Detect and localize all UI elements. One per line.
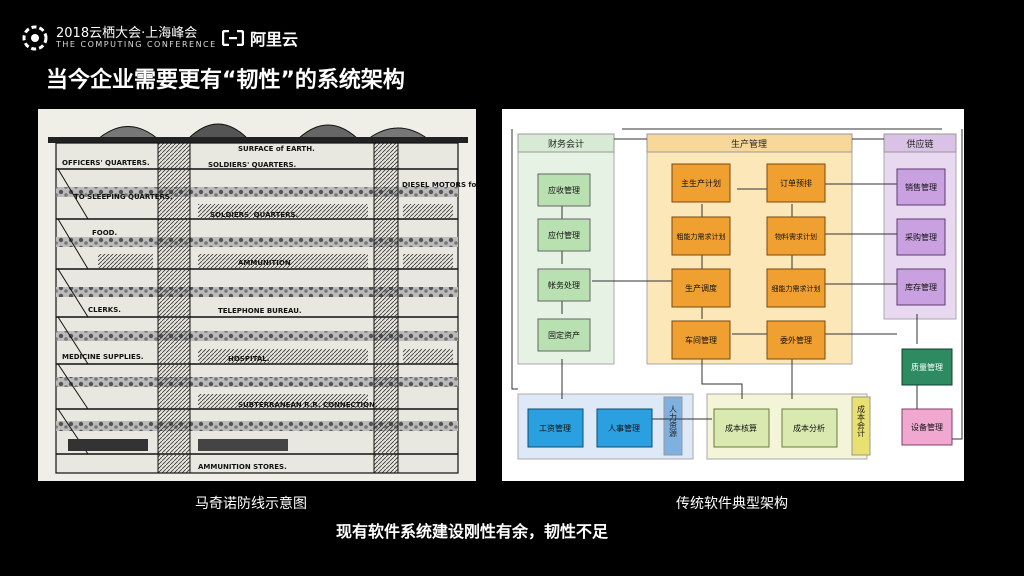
left-figure-caption: 马奇诺防线示意图: [195, 493, 307, 513]
maginot-drawing: SURFACE of EARTH. OFFICERS' QUARTERS. SO…: [38, 109, 476, 481]
event-title: 2018云栖大会·上海峰会: [56, 22, 197, 41]
aliyun-mark-icon: [222, 30, 244, 46]
box-cost-calc-label: 成本核算: [725, 423, 757, 433]
label-soldiers-2: SOLDIERS' QUARTERS.: [210, 211, 298, 219]
box-fine-capacity-label: 细能力需求计划: [772, 284, 821, 293]
maginot-line-illustration: SURFACE of EARTH. OFFICERS' QUARTERS. SO…: [38, 109, 476, 481]
box-order-label: 订单预排: [780, 178, 812, 188]
box-workshop-label: 车间管理: [685, 335, 717, 345]
architecture-drawing: 财务会计 生产管理 供应链 人力资源 成本会计 应收管理: [502, 109, 964, 481]
label-telephone: TELEPHONE BUREAU.: [218, 307, 302, 315]
box-purchase-label: 采购管理: [905, 232, 937, 242]
slide-title: 当今企业需要更有“韧性”的系统架构: [46, 62, 405, 94]
label-subterranean: SUBTERRANEAN R.R. CONNECTION.: [238, 401, 378, 409]
box-payable-label: 应付管理: [548, 230, 580, 240]
label-soldiers-1: SOLDIERS' QUARTERS.: [208, 161, 296, 169]
label-medicine: MEDICINE SUPPLIES.: [62, 353, 144, 361]
box-salary-label: 工资管理: [539, 423, 571, 433]
label-food: FOOD.: [92, 229, 117, 237]
box-master-plan-label: 主生产计划: [681, 178, 721, 188]
box-outsource-label: 委外管理: [780, 335, 812, 345]
right-figure-caption: 传统软件典型架构: [676, 493, 788, 513]
box-sales-label: 销售管理: [905, 182, 937, 192]
box-account-label: 帐务处理: [548, 280, 580, 290]
software-architecture-diagram: 财务会计 生产管理 供应链 人力资源 成本会计 应收管理: [502, 109, 964, 481]
slide-conclusion: 现有软件系统建设刚性有余，韧性不足: [336, 518, 608, 542]
label-officers: OFFICERS' QUARTERS.: [62, 159, 150, 167]
box-personnel-label: 人事管理: [608, 423, 640, 433]
label-surface: SURFACE of EARTH.: [238, 145, 315, 153]
label-hospital: HOSPITAL.: [228, 355, 269, 363]
box-inventory-label: 库存管理: [905, 282, 937, 292]
box-quality-label: 质量管理: [911, 362, 943, 372]
group-supply-label: 供应链: [906, 138, 933, 150]
label-diesel: DIESEL MOTORS for AIR and LIGHT.: [402, 181, 476, 189]
group-finance-label: 财务会计: [548, 138, 584, 150]
box-cost-analysis-label: 成本分析: [793, 423, 825, 433]
aliyun-logo: 阿里云: [222, 26, 298, 50]
group-hr-label: 人力资源: [669, 405, 678, 438]
label-ammo-stores: AMMUNITION STORES.: [198, 463, 287, 471]
box-schedule-label: 生产调度: [685, 283, 717, 293]
box-asset-label: 固定资产: [548, 330, 580, 340]
event-subtitle: THE COMPUTING CONFERENCE: [56, 40, 217, 49]
box-receivable-label: 应收管理: [548, 185, 580, 195]
group-cost-label: 成本会计: [857, 404, 866, 438]
box-equipment-label: 设备管理: [911, 422, 943, 432]
label-clerks: CLERKS.: [88, 306, 121, 314]
label-sleeping: TO SLEEPING QUARTERS.: [74, 193, 173, 201]
brand-name: 阿里云: [250, 26, 298, 50]
label-ammunition: AMMUNITION: [238, 259, 291, 267]
group-production-label: 生产管理: [731, 138, 767, 150]
box-material-label: 物料需求计划: [775, 232, 817, 241]
cloud-conference-logo-icon: [22, 25, 48, 51]
box-capacity-label: 粗能力需求计划: [677, 232, 726, 241]
